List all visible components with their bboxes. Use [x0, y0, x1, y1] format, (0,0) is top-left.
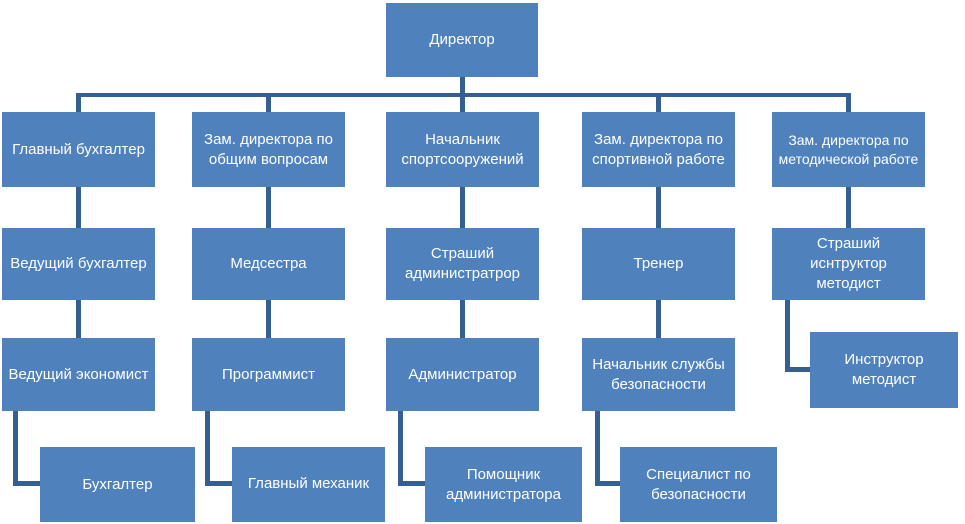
node-head-sports-facilities: Начальник спортсооружений [386, 112, 539, 187]
connector-branch1-stub [76, 93, 81, 112]
node-director: Директор [386, 3, 538, 77]
connector-col3-elbow-h [398, 481, 425, 486]
node-lead-accountant: Ведущий бухгалтер [2, 228, 155, 300]
connector-col5-r2r3 [846, 187, 851, 228]
node-deputy-general-affairs: Зам. директора по общим вопросам [192, 112, 345, 187]
node-chief-accountant: Главный бухгалтер [2, 112, 155, 187]
connector-col1-elbow-v [13, 411, 18, 486]
connector-col3-r2r3 [460, 187, 465, 228]
node-lead-economist: Ведущий экономист [2, 338, 155, 411]
connector-col2-elbow-h [205, 481, 232, 486]
connector-branch5-stub [846, 93, 851, 112]
connector-col1-elbow-h [13, 481, 40, 486]
node-senior-instructor-methodist: Страший иснтруктор методист [772, 228, 925, 300]
connector-col1-r2r3 [76, 187, 81, 228]
connector-col2-r3r4 [266, 300, 271, 338]
connector-col2-r2r3 [266, 187, 271, 228]
connector-col2-elbow-v [205, 411, 210, 486]
connector-branch4-stub [656, 93, 661, 112]
connector-col5-elbow-v [785, 300, 790, 372]
connector-col5-elbow-h [785, 367, 810, 372]
node-nurse: Медсестра [192, 228, 345, 300]
connector-col4-r3r4 [656, 300, 661, 338]
node-head-security-service: Начальник службы безопасности [582, 338, 735, 411]
connector-top-hbar [76, 93, 851, 97]
connector-col4-r2r3 [656, 187, 661, 228]
connector-col3-r3r4 [460, 300, 465, 338]
node-assistant-administrator: Помощник администратора [425, 447, 582, 522]
node-security-specialist: Специалист по безопасности [620, 447, 777, 522]
connector-col4-elbow-v [595, 411, 600, 486]
connector-col4-elbow-h [595, 481, 620, 486]
connector-col1-r3r4 [76, 300, 81, 338]
connector-branch2-stub [266, 93, 271, 112]
node-deputy-methodical-work: Зам. директора по методической работе [772, 112, 925, 187]
node-accountant: Бухгалтер [40, 447, 195, 522]
node-deputy-sports-work: Зам. директора по спортивной работе [582, 112, 735, 187]
node-instructor-methodist: Инструктор методист [810, 332, 958, 408]
connector-col3-elbow-v [398, 411, 403, 486]
node-chief-mechanic: Главный механик [232, 447, 385, 522]
node-administrator: Администратор [386, 338, 539, 411]
node-senior-administrator: Страший администратрор [386, 228, 539, 300]
node-trainer: Тренер [582, 228, 735, 300]
node-programmer: Программист [192, 338, 345, 411]
